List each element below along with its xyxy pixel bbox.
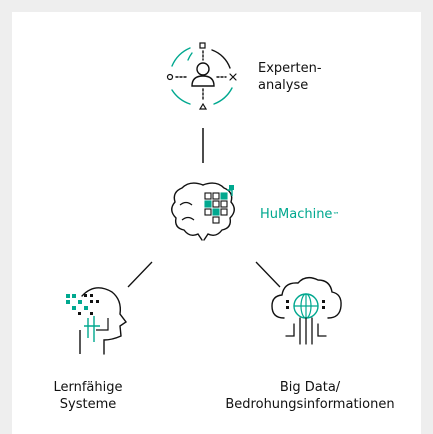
humachine-label-text: HuMachine — [260, 207, 333, 222]
learning-head-icon — [66, 287, 128, 355]
connector-humachine-bigdata — [255, 261, 281, 288]
connector-humachine-learning — [127, 261, 153, 288]
big-data-label: Big Data/ Bedrohungsinformationen — [205, 379, 415, 413]
expert-analysis-label: Experten- analyse — [258, 60, 378, 94]
data-cloud-icon — [271, 276, 342, 345]
learning-systems-label: Lernfähige Systeme — [28, 379, 148, 413]
expert-label-line2: analyse — [258, 78, 309, 93]
learning-label-line2: Systeme — [59, 397, 117, 412]
humachine-label: HuMachine™ — [260, 206, 339, 223]
bigdata-label-line1: Big Data/ — [279, 380, 341, 395]
trademark-symbol: ™ — [332, 211, 340, 219]
expert-analysis-icon — [166, 42, 237, 110]
frame-border-left — [0, 0, 12, 434]
learning-label-line1: Lernfähige — [53, 380, 123, 395]
frame-border-top — [0, 0, 433, 12]
frame-border-right — [421, 0, 433, 434]
brain-circuit-icon — [171, 182, 235, 241]
expert-label-line1: Experten- — [258, 61, 322, 76]
bigdata-label-line2: Bedrohungsinformationen — [225, 397, 395, 412]
